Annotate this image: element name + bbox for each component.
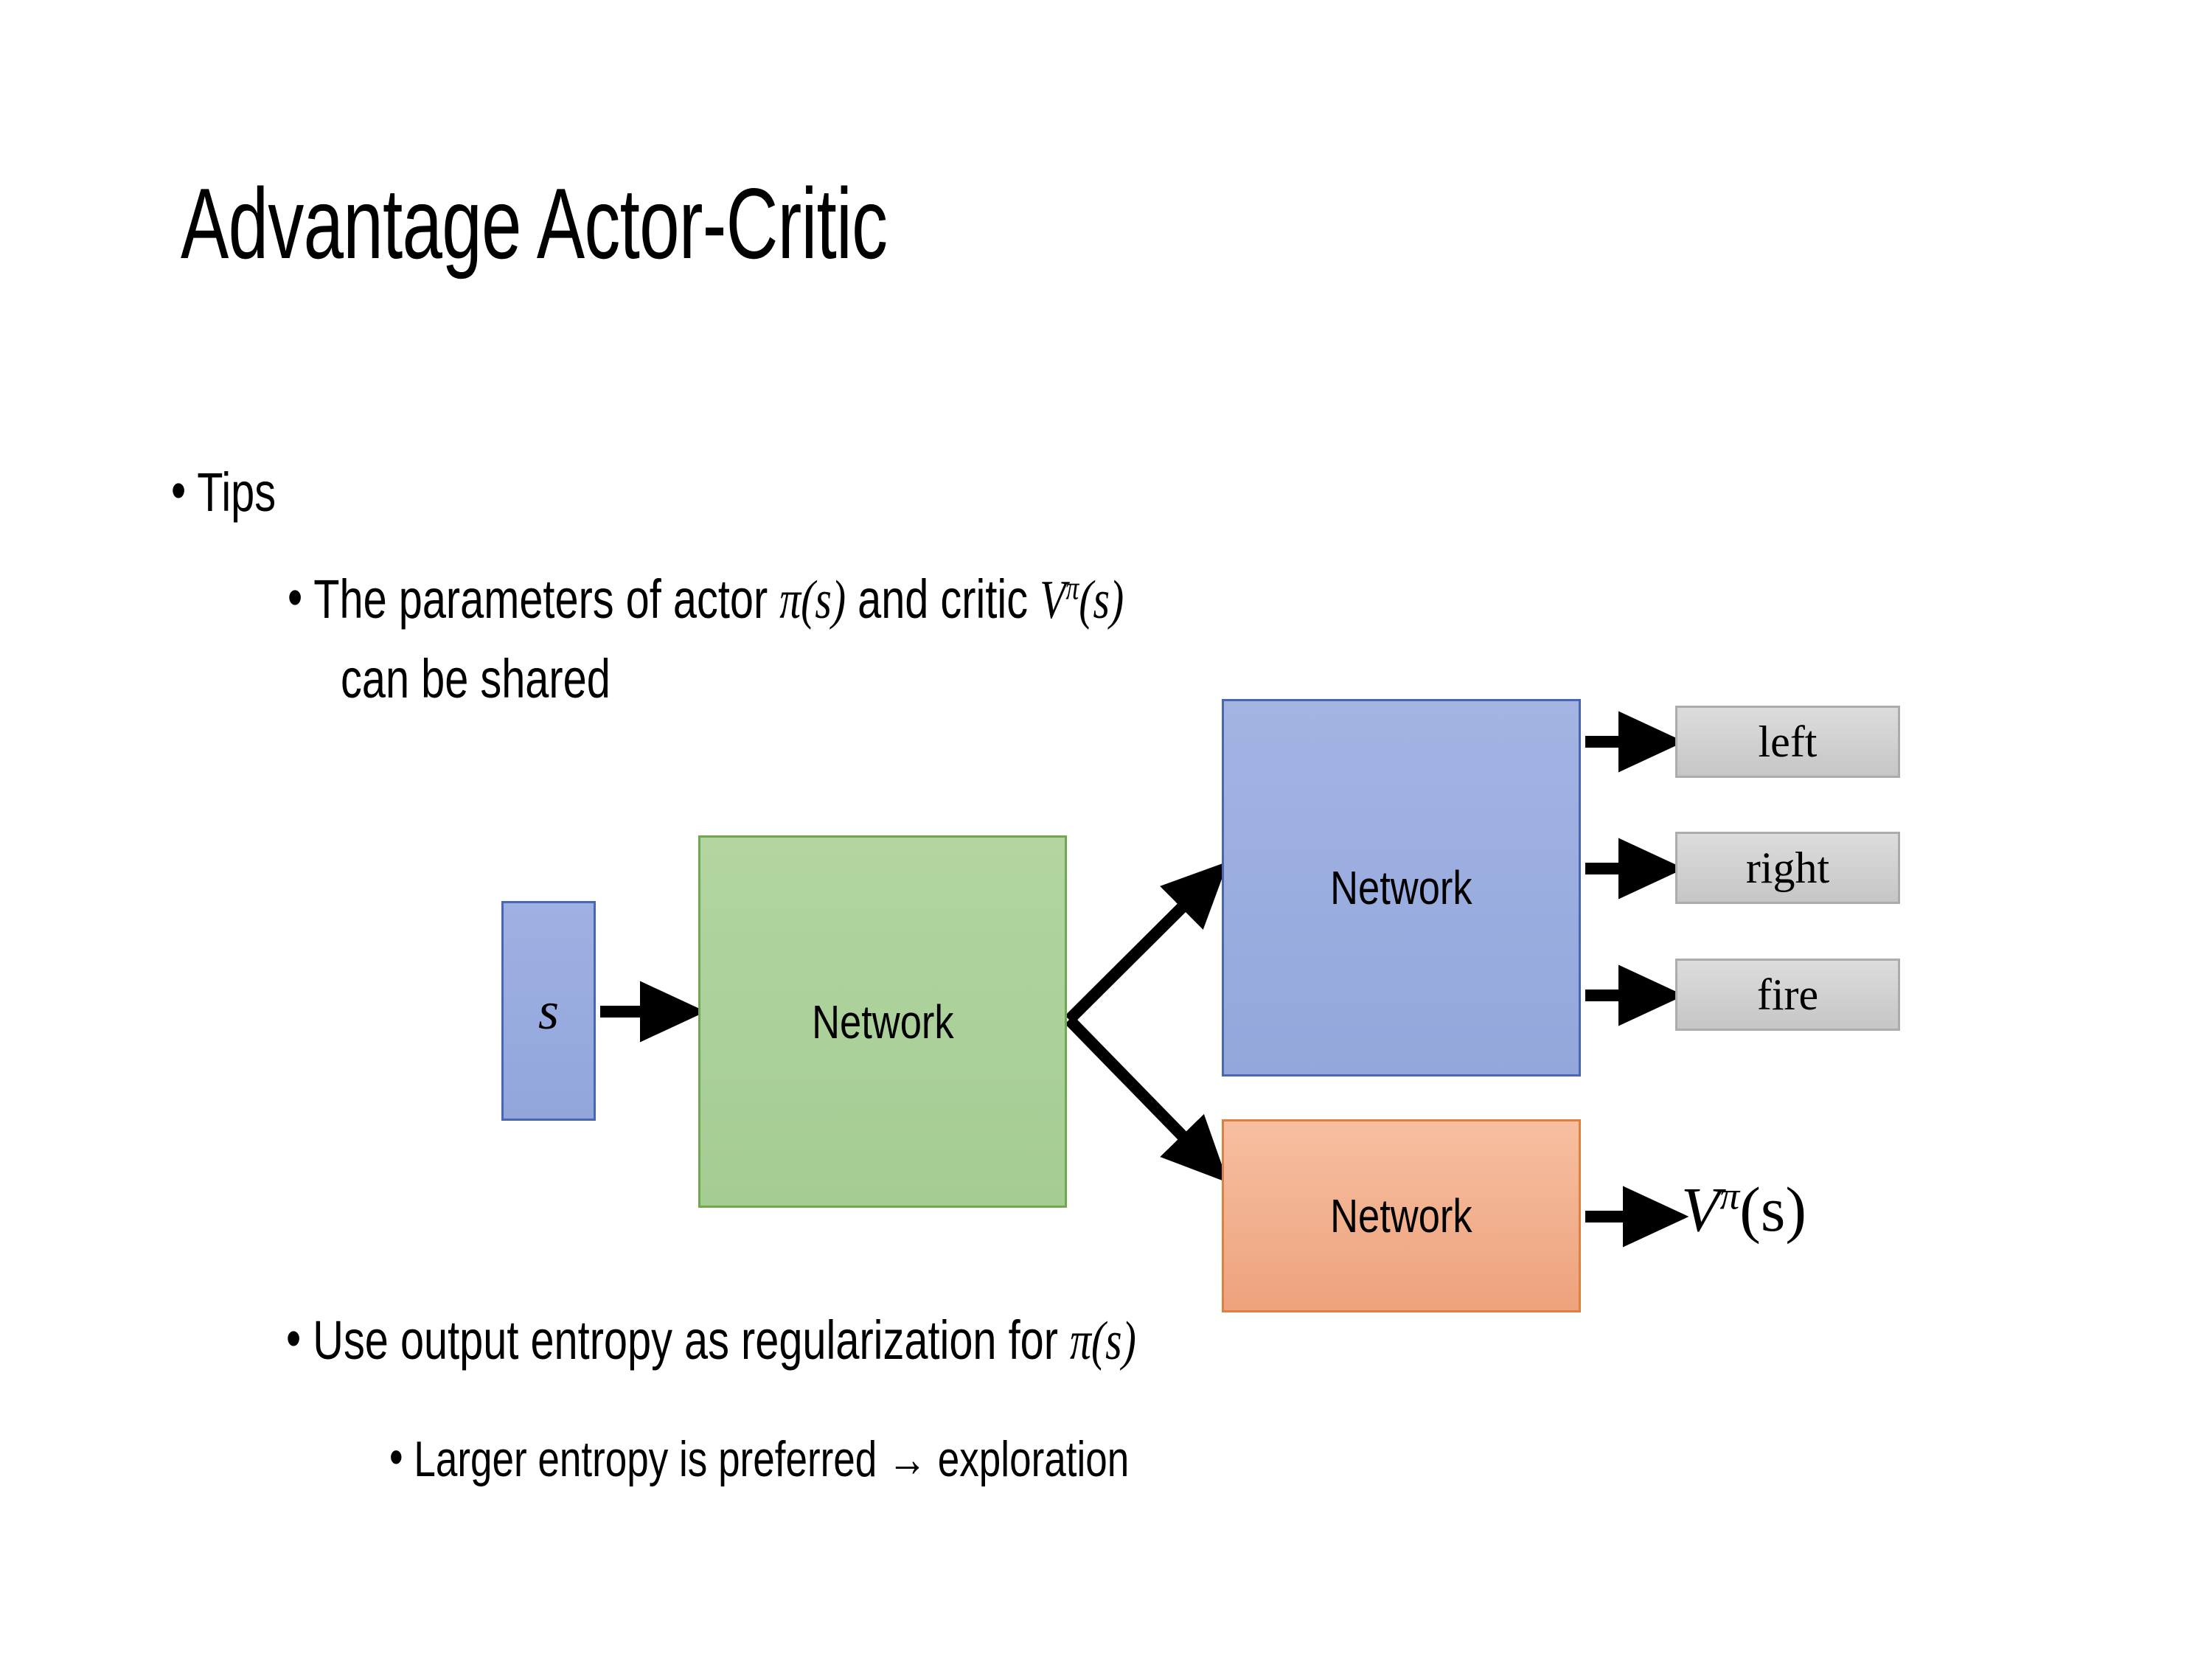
math-entropy-pi: π — [1069, 1311, 1091, 1371]
actor-network-box: Network — [1222, 699, 1581, 1077]
value-output-argument: (s) — [1739, 1174, 1807, 1245]
critic-network-box: Network — [1222, 1119, 1581, 1312]
bullet-entropy-prefix: Use output entropy as regularization for — [313, 1310, 1070, 1371]
action-output-fire-label: fire — [1756, 970, 1819, 1019]
action-output-right-label: right — [1745, 843, 1830, 892]
bullet-larger-entropy: • Larger entropy is preferred → explorat… — [389, 1428, 1130, 1492]
math-critic-arg: (s) — [1079, 570, 1124, 630]
math-critic-superscript-pi: π — [1065, 568, 1079, 607]
math-critic-v: V — [1040, 570, 1066, 630]
page-title: Advantage Actor-Critic — [181, 167, 888, 279]
bullet-entropy-regularization: • Use output entropy as regularization f… — [286, 1307, 1136, 1376]
value-output-label: Vπ(s) — [1681, 1172, 1806, 1246]
math-actor-pi: π — [779, 570, 801, 630]
action-output-fire: fire — [1675, 959, 1900, 1031]
action-output-left-label: left — [1758, 717, 1818, 766]
shared-network-label: Network — [811, 995, 954, 1048]
bullet-marker: • — [171, 459, 187, 521]
arrow-shared-to-actor — [1065, 861, 1228, 1024]
bullet-marker: • — [288, 566, 303, 628]
value-output-symbol: V — [1681, 1174, 1720, 1245]
bullet-marker: • — [389, 1428, 403, 1485]
action-output-left: left — [1675, 706, 1900, 778]
bullet-marker: • — [286, 1307, 302, 1369]
bullet-tips-label: Tips — [197, 462, 276, 523]
state-label: s — [538, 981, 560, 1040]
actor-network-label: Network — [1330, 861, 1472, 914]
state-input-box: s — [501, 901, 596, 1121]
action-output-right: right — [1675, 832, 1900, 904]
bullet-params-middle: and critic — [846, 568, 1040, 630]
bullet-tips: • Tips — [171, 459, 276, 528]
bullet-params-line2-label: can be shared — [341, 648, 611, 709]
math-actor-arg: (s) — [801, 570, 846, 630]
bullet-shared-parameters-line2: can be shared — [341, 647, 611, 710]
bullet-params-prefix: The parameters of actor — [313, 568, 780, 630]
shared-network-box: Network — [698, 835, 1067, 1208]
math-entropy-arg: (s) — [1091, 1311, 1136, 1371]
critic-network-label: Network — [1330, 1189, 1472, 1242]
value-output-superscript: π — [1719, 1173, 1740, 1218]
arrow-shared-to-critic — [1065, 1015, 1228, 1183]
bullet-shared-parameters-line1: • The parameters of actor π(s) and criti… — [288, 566, 1124, 635]
bullet-larger-label: Larger entropy is preferred → exploratio… — [414, 1431, 1130, 1487]
